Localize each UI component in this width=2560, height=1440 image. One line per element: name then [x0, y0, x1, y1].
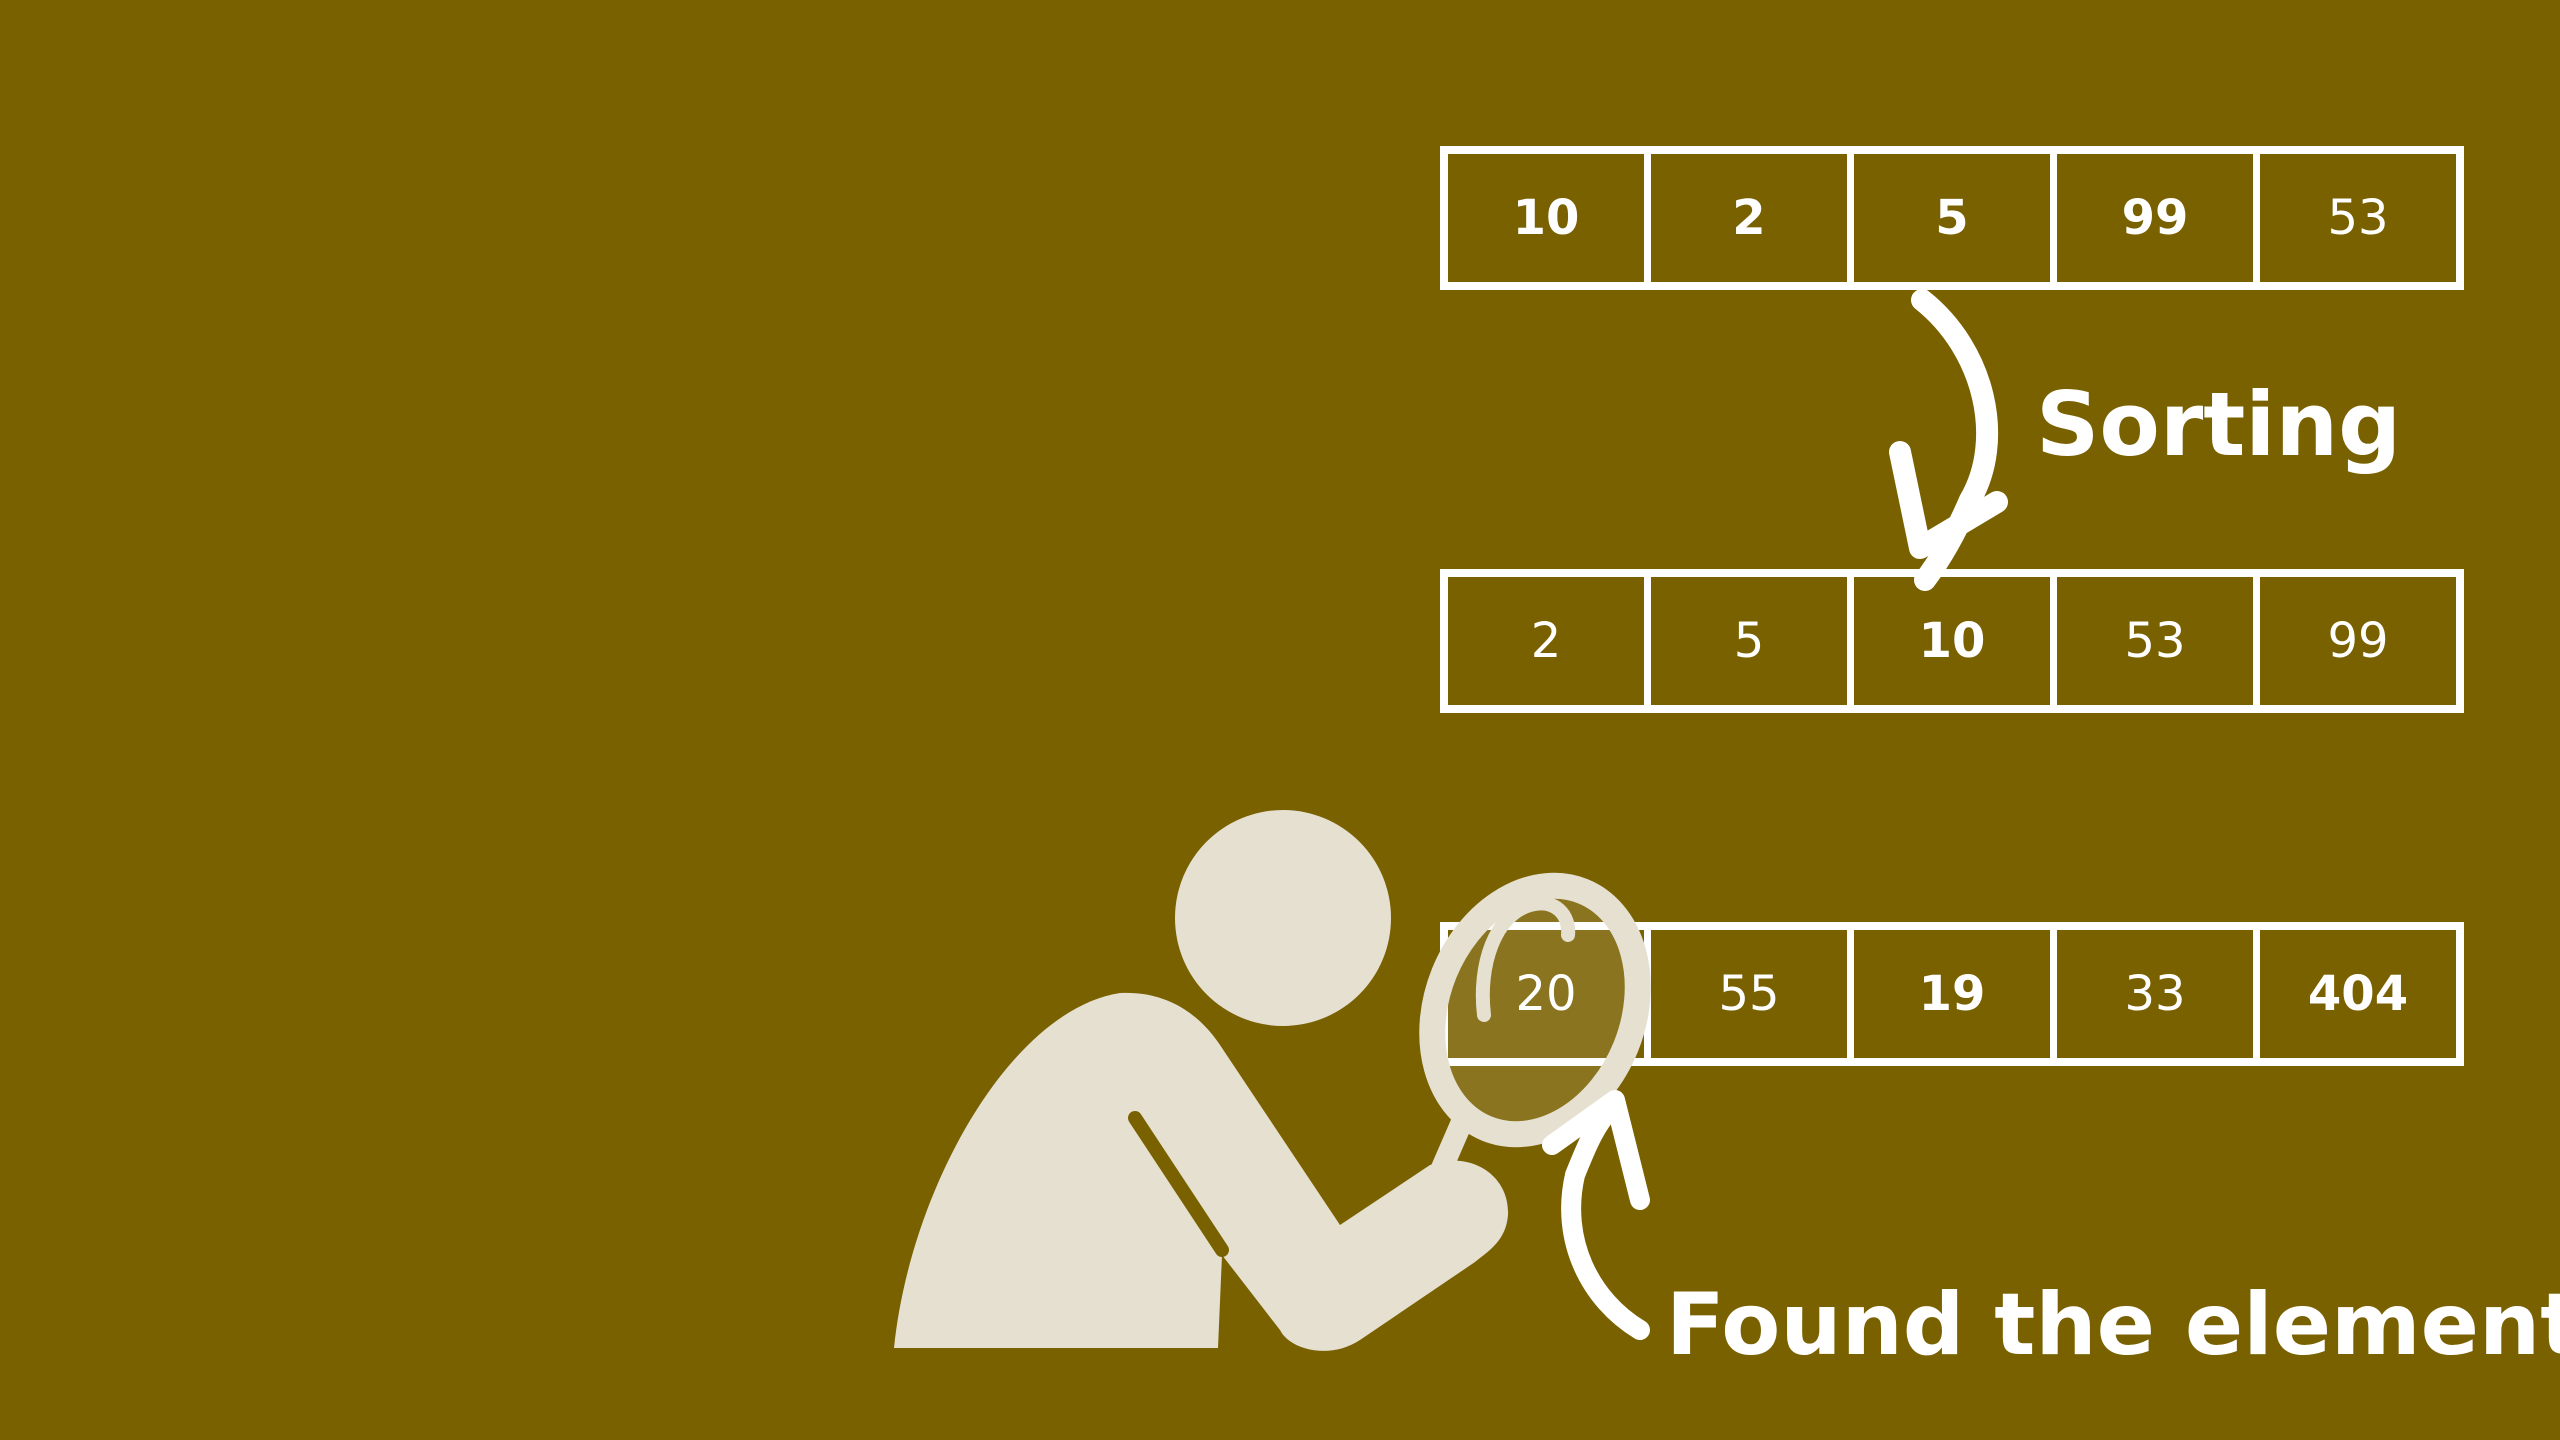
array-cell: 53 — [2057, 577, 2260, 705]
array-cell: 53 — [2327, 190, 2389, 246]
array-cell: 5 — [1854, 154, 2057, 282]
curved-arrow-down-icon — [1889, 289, 2008, 591]
array-cell: 19 — [1854, 930, 2057, 1058]
array-cell: 2 — [1448, 577, 1651, 705]
array-cell: 5 — [1651, 577, 1854, 705]
array-cell: 99 — [2057, 154, 2260, 282]
found-element-label: Found the element — [1666, 1275, 2560, 1375]
array-cell: 33 — [2057, 930, 2260, 1058]
curved-arrow-up-icon — [1542, 1090, 1650, 1340]
unsorted-array: 10 2 5 99 53 — [1440, 146, 2464, 290]
array-cell: 2 — [1651, 154, 1854, 282]
array-cell: 55 — [1651, 930, 1854, 1058]
array-cell: 10 — [1448, 154, 1651, 282]
person-head — [1175, 810, 1391, 1026]
array-cell: 10 — [1854, 577, 2057, 705]
sorting-label: Sorting — [2036, 373, 2402, 476]
sorted-array: 2 5 10 53 99 — [1440, 569, 2464, 713]
person-with-magnifier-icon — [894, 810, 1651, 1351]
array-cell: 404 — [2307, 966, 2409, 1022]
person-body — [894, 992, 1509, 1351]
array-cell: 99 — [2327, 613, 2389, 669]
